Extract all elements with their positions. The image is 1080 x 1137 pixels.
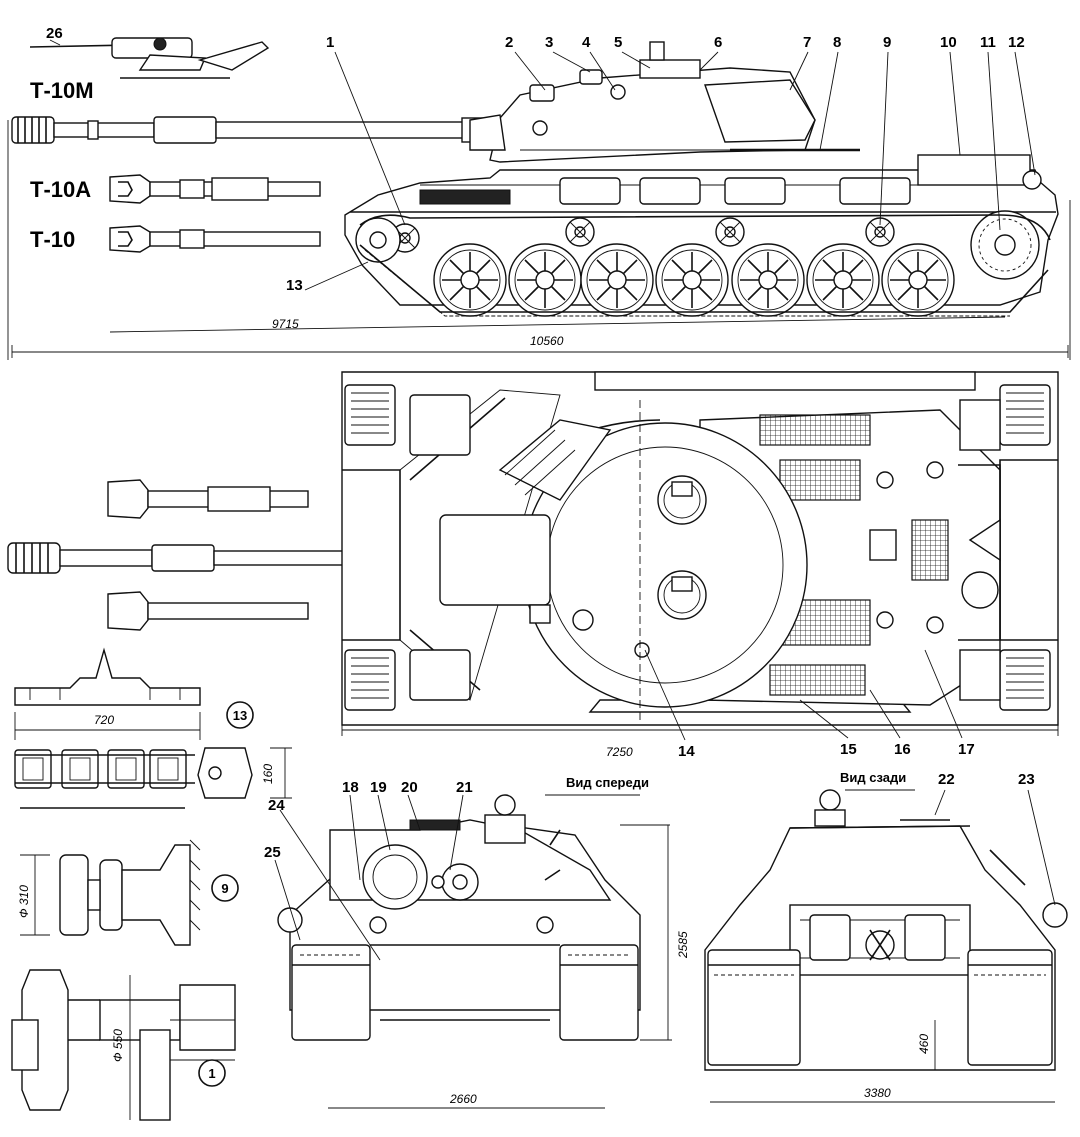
- road-wheel: [508, 243, 582, 317]
- dim-clearance: 460: [917, 1034, 931, 1054]
- barrel-t10m-side: [11, 116, 483, 144]
- top-view: [7, 371, 1059, 726]
- label-t10m: Т-10М: [30, 78, 94, 103]
- callout-14: 14: [678, 743, 695, 760]
- circled-details: 13 9 1: [198, 701, 254, 1087]
- rear-track-right: [967, 949, 1053, 1066]
- dim-hull-length-side: 9715: [272, 317, 299, 331]
- label-t10a: Т-10А: [30, 177, 91, 202]
- rear-track-left: [707, 949, 801, 1066]
- dim-track-width-front: 2660: [449, 1092, 477, 1106]
- callout-6: 6: [714, 34, 722, 51]
- dim-road-wheel-dia: Ф 310: [17, 885, 31, 918]
- callout-12: 12: [1008, 34, 1025, 51]
- callout-25: 25: [264, 844, 281, 861]
- road-wheel: [655, 243, 729, 317]
- dim-track-pitch: 160: [261, 764, 275, 784]
- callout-3: 3: [545, 34, 553, 51]
- fender-box: [419, 189, 511, 205]
- callout-19: 19: [370, 779, 387, 796]
- callout-16: 16: [894, 741, 911, 758]
- callout-20: 20: [401, 779, 418, 796]
- callout-7: 7: [803, 34, 811, 51]
- front-track-right: [559, 944, 639, 1041]
- callout-numbers: 1 2 3 4 5 6 7 8 9 10 11 12 13 14 15 16 1…: [46, 25, 1035, 861]
- dim-idler-dia: Ф 550: [111, 1029, 125, 1062]
- callout-17: 17: [958, 741, 975, 758]
- dim-width-rear: 3380: [864, 1086, 891, 1100]
- label-front-view: Вид спереди: [566, 775, 649, 790]
- gun-mantlet-top: [439, 514, 551, 606]
- detail-13-marker: 13: [233, 708, 247, 723]
- road-wheel: [580, 243, 654, 317]
- barrel-t10-side: [109, 225, 321, 253]
- turret-bustle: [704, 79, 816, 143]
- track-details: [11, 647, 292, 1121]
- callout-18: 18: [342, 779, 359, 796]
- dim-hull-length-top: 7250: [606, 745, 633, 759]
- loader-hatch: [657, 570, 707, 620]
- commander-hatch: [657, 475, 707, 525]
- dimension-lines: [7, 120, 1071, 1109]
- dim-track-link-width: 720: [94, 713, 114, 727]
- callout-22: 22: [938, 771, 955, 788]
- view-labels: Вид спереди Вид сзади: [566, 770, 906, 790]
- road-wheel: [433, 243, 507, 317]
- barrel-t10a-top: [107, 479, 309, 519]
- callout-24: 24: [268, 797, 285, 814]
- callout-4: 4: [582, 34, 591, 51]
- barrel-t10-top: [107, 591, 309, 631]
- aa-machine-gun-drawing: [29, 37, 270, 79]
- variant-labels: Т-10М Т-10А Т-10: [30, 78, 94, 252]
- road-wheel: [881, 243, 955, 317]
- front-view: [277, 794, 641, 1041]
- front-track-left: [291, 944, 371, 1041]
- callout-8: 8: [833, 34, 841, 51]
- callout-10: 10: [940, 34, 957, 51]
- callout-15: 15: [840, 741, 857, 758]
- callout-11: 11: [980, 34, 996, 51]
- label-rear-view: Вид сзади: [840, 770, 906, 785]
- callout-13: 13: [286, 277, 303, 294]
- dimension-values: 9715 10560 7250 720 160 Ф 310 Ф 550 2660…: [17, 317, 931, 1106]
- callout-26: 26: [46, 25, 63, 42]
- rear-view: [704, 789, 1068, 1071]
- callout-9: 9: [883, 34, 891, 51]
- mantlet-front: [362, 844, 428, 910]
- dim-overall-length: 10560: [530, 334, 564, 348]
- detail-9-marker: 9: [221, 881, 228, 896]
- barrel-t10a-side: [109, 174, 321, 204]
- dim-height: 2585: [676, 931, 690, 959]
- callout-2: 2: [505, 34, 513, 51]
- callout-1: 1: [326, 34, 334, 51]
- rear-box: [917, 154, 1031, 186]
- road-wheel: [806, 243, 880, 317]
- callout-5: 5: [614, 34, 622, 51]
- label-t10: Т-10: [30, 227, 75, 252]
- callout-21: 21: [456, 779, 473, 796]
- callout-23: 23: [1018, 771, 1035, 788]
- turret-stowage: [498, 419, 612, 501]
- road-wheel: [731, 243, 805, 317]
- leader-lines: [49, 39, 1056, 961]
- side-view: [11, 37, 1059, 317]
- detail-1-marker: 1: [208, 1066, 215, 1081]
